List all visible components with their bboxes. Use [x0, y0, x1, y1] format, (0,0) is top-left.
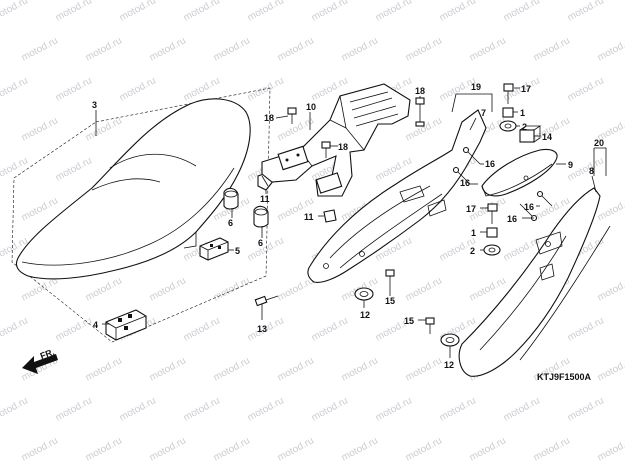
seat-cushion-left[interactable]	[223, 187, 239, 210]
callout-16-a[interactable]: 16	[485, 159, 496, 169]
callout-17-lower[interactable]: 17	[466, 204, 477, 214]
callout-12-left[interactable]: 12	[360, 310, 371, 320]
callout-19[interactable]: 19	[471, 82, 482, 92]
leader-lines	[95, 87, 597, 358]
callout-9[interactable]: 9	[568, 160, 574, 170]
rear-cowl-right[interactable]	[458, 187, 611, 377]
clip-lower[interactable]	[323, 209, 337, 223]
rubber-upper[interactable]	[499, 120, 517, 132]
grommet-right[interactable]	[440, 333, 460, 347]
callout-17-upper[interactable]: 17	[521, 84, 532, 94]
bolt-rail-right[interactable]	[415, 97, 425, 127]
callout-15-right[interactable]: 15	[404, 316, 415, 326]
grommet-left[interactable]	[354, 287, 374, 301]
callout-13[interactable]: 13	[257, 324, 268, 334]
seat-frame-outline	[11, 87, 271, 343]
seat-bracket[interactable]	[199, 237, 229, 261]
screw-b[interactable]	[452, 166, 471, 185]
cowl-assy-bracket	[451, 93, 493, 113]
seat[interactable]	[15, 98, 251, 280]
callout-4[interactable]: 4	[93, 320, 99, 330]
diagram-code: KTJ9F1500A	[537, 372, 592, 382]
callout-20[interactable]: 20	[594, 138, 605, 148]
seat-cushion-right[interactable]	[253, 205, 269, 228]
screw-d[interactable]	[536, 190, 553, 207]
callout-1-lower[interactable]: 1	[471, 228, 477, 238]
cushion[interactable]	[519, 125, 542, 143]
callout-11-lower[interactable]: 11	[304, 212, 314, 222]
bolt-seat[interactable]	[254, 295, 279, 307]
bolt-rail-left[interactable]	[287, 107, 297, 124]
callout-16-b[interactable]: 16	[460, 178, 471, 188]
rubber-lower[interactable]	[483, 244, 501, 256]
callout-6-right[interactable]: 6	[258, 238, 264, 248]
callout-7[interactable]: 7	[481, 108, 487, 118]
front-direction-arrow-icon	[22, 354, 58, 374]
callout-18-mid[interactable]: 18	[338, 142, 349, 152]
callout-6-left[interactable]: 6	[228, 218, 234, 228]
callout-18-right[interactable]: 18	[415, 86, 426, 96]
collar-upper[interactable]	[502, 107, 514, 118]
callout-18-left[interactable]: 18	[264, 113, 275, 123]
callout-3[interactable]: 3	[92, 100, 98, 110]
callout-12-right[interactable]: 12	[444, 360, 455, 370]
callout-16-c[interactable]: 16	[507, 214, 518, 224]
bolt-lower[interactable]	[487, 203, 498, 224]
bolt-upper[interactable]	[503, 83, 514, 104]
collar-lower[interactable]	[486, 227, 498, 238]
grab-rail[interactable]	[261, 83, 411, 197]
rear-cowl-left[interactable]	[307, 109, 487, 283]
cowl-right-assy-bracket	[593, 147, 607, 176]
callout-10[interactable]: 10	[306, 102, 317, 112]
screw-a[interactable]	[462, 146, 481, 165]
rear-center-cowl[interactable]	[481, 148, 558, 197]
callout-2-lower[interactable]: 2	[470, 246, 476, 256]
screw-left[interactable]	[385, 269, 395, 290]
bolt-rail-mid[interactable]	[321, 141, 331, 158]
seat-lock-bracket[interactable]	[105, 309, 147, 341]
callout-16-d[interactable]: 16	[524, 202, 535, 212]
callout-8[interactable]: 8	[589, 166, 595, 176]
callout-11-upper[interactable]: 11	[260, 194, 270, 204]
callout-15-left[interactable]: 15	[385, 296, 396, 306]
callout-5[interactable]: 5	[235, 246, 241, 256]
callout-14[interactable]: 14	[542, 132, 553, 142]
callout-1-upper[interactable]: 1	[520, 108, 526, 118]
callout-2-upper[interactable]: 2	[522, 122, 528, 132]
screw-right[interactable]	[425, 317, 435, 334]
